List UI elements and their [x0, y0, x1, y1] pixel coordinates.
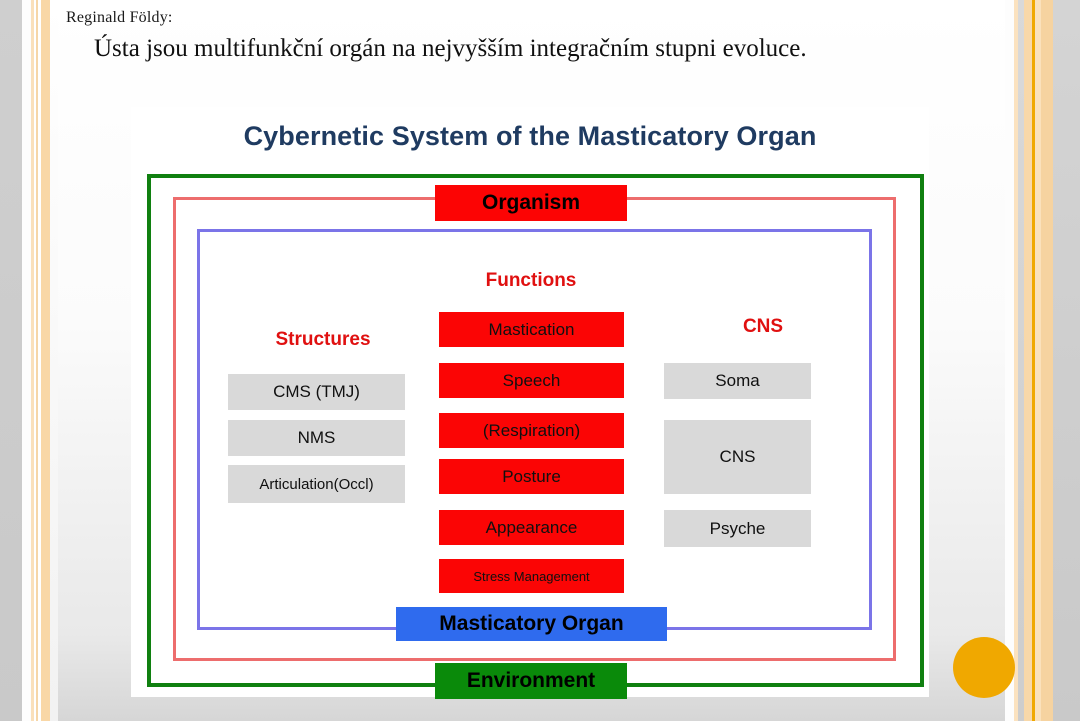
orange-circle-decoration	[953, 637, 1015, 698]
structures-cell: CMS (TMJ)	[228, 374, 405, 410]
structures-cell: NMS	[228, 420, 405, 456]
column-heading-structures: Structures	[275, 329, 371, 350]
column-heading-cns: CNS	[742, 316, 784, 337]
cns-cell: Psyche	[664, 510, 811, 547]
right-orange-stripe-2	[1024, 0, 1032, 721]
right-gray-band	[1053, 0, 1080, 721]
left-white-stripe-1	[34, 0, 36, 721]
left-gray-band	[0, 0, 22, 721]
environment-label-box: Environment	[435, 663, 627, 699]
cns-cell: CNS	[664, 420, 811, 494]
left-white-band	[22, 0, 31, 721]
right-orange-accent-line	[1032, 0, 1035, 721]
right-gray-stripe-1	[1018, 0, 1024, 721]
left-orange-stripe-1	[31, 0, 34, 721]
right-white-band	[1005, 0, 1014, 721]
left-white-stripe-2	[38, 0, 41, 721]
right-orange-stripe-3	[1035, 0, 1041, 721]
author-name: Reginald Földy:	[66, 9, 173, 26]
organism-label-box: Organism	[435, 185, 627, 221]
structures-cell: Articulation(Occl)	[228, 465, 405, 503]
right-orange-stripe-1	[1014, 0, 1018, 721]
diagram-title: Cybernetic System of the Masticatory Org…	[243, 121, 817, 151]
header-block: Reginald Földy: Ústa jsou multifunkční o…	[66, 8, 996, 66]
left-inner-pad	[50, 0, 58, 721]
masticatory-organ-label-box: Masticatory Organ	[396, 607, 667, 641]
functions-cell: (Respiration)	[439, 413, 624, 448]
functions-cell: Speech	[439, 363, 624, 398]
functions-cell: Mastication	[439, 312, 624, 347]
right-orange-stripe-4	[1041, 0, 1053, 721]
functions-cell: Posture	[439, 459, 624, 494]
cns-cell: Soma	[664, 363, 811, 399]
column-heading-functions: Functions	[485, 270, 577, 291]
diagram-panel: Cybernetic System of the Masticatory Org…	[131, 107, 929, 699]
left-orange-stripe-3	[41, 0, 50, 721]
functions-cell: Appearance	[439, 510, 624, 545]
quote-text: Ústa jsou multifunkční orgán na nejvyšší…	[94, 35, 807, 62]
functions-cell: Stress Management	[439, 559, 624, 593]
left-orange-stripe-2	[36, 0, 38, 721]
